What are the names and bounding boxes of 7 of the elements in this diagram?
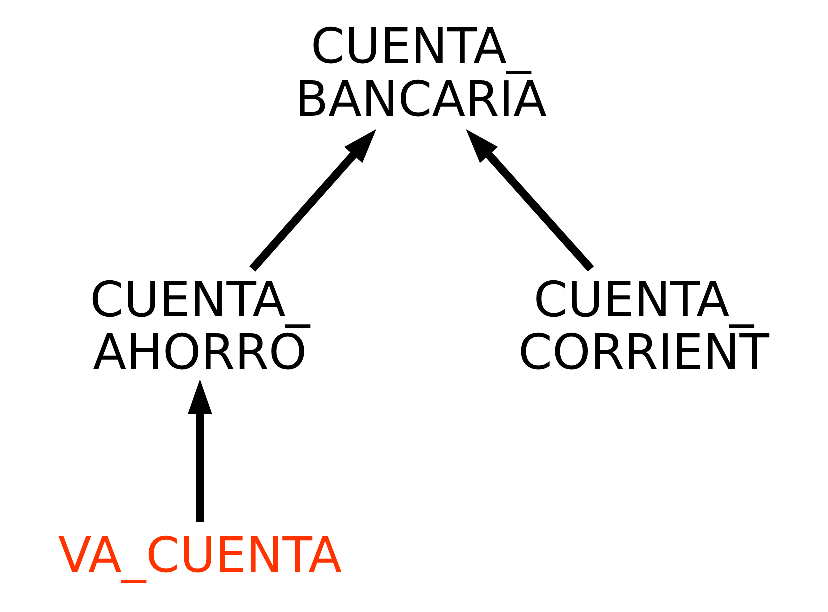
node-text: CUENTA_ CORRIENT xyxy=(518,272,770,382)
arrow xyxy=(466,129,594,272)
arrow xyxy=(250,129,376,272)
node-text: CUENTA_ BANCARIA xyxy=(295,19,547,128)
node-text: CUENTA_ AHORRO xyxy=(90,272,310,382)
node-text: VA_CUENTA xyxy=(58,528,342,584)
arrow xyxy=(188,379,212,522)
